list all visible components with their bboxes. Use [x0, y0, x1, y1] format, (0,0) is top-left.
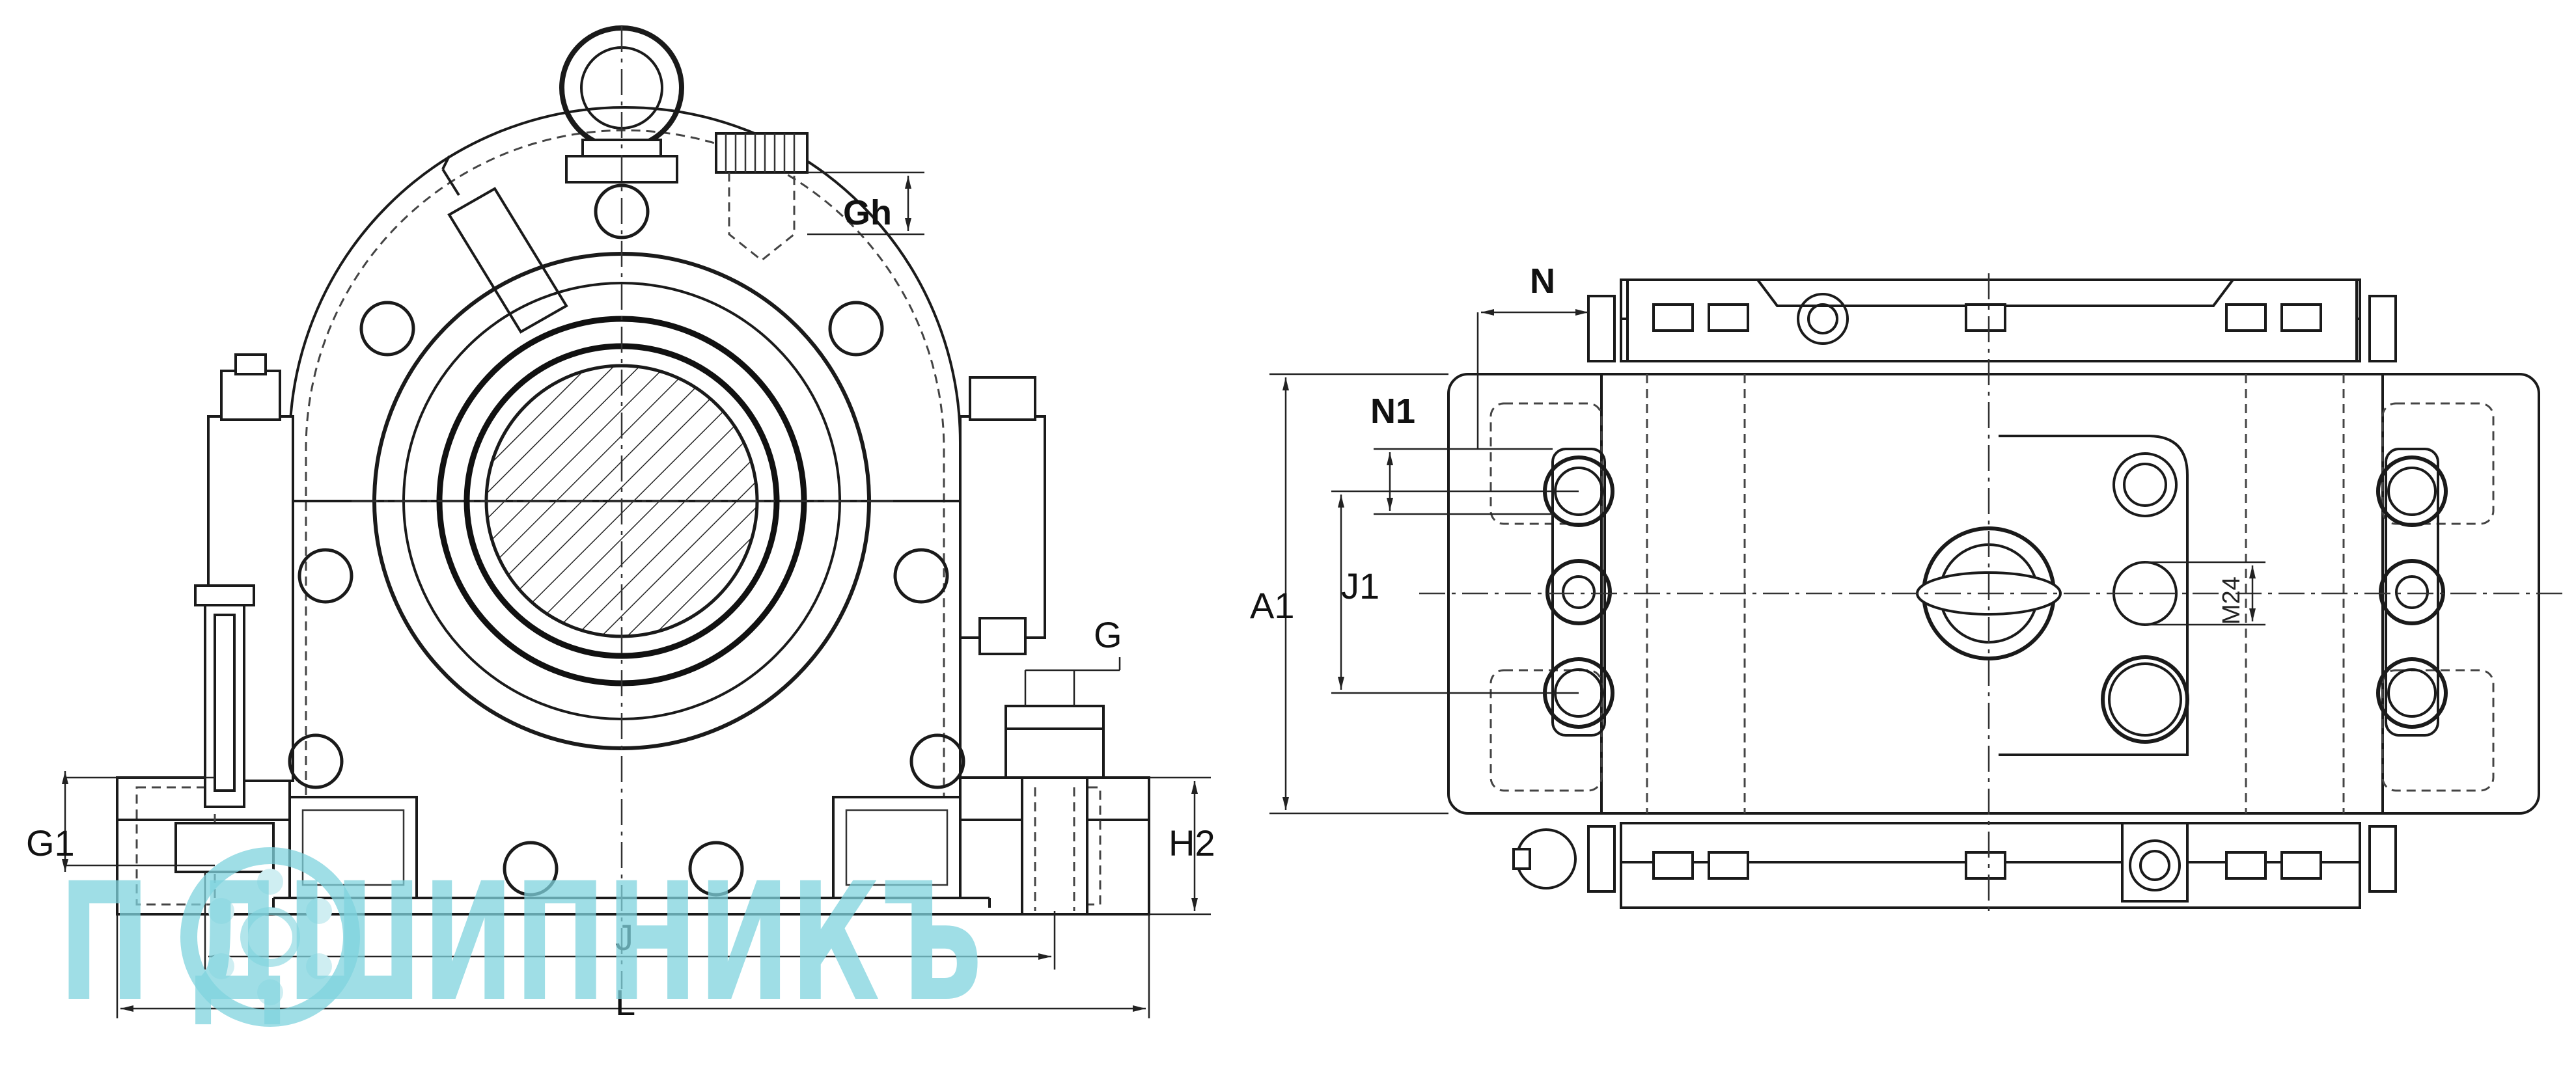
- bolt-head-right-icon: [969, 376, 1036, 421]
- top-view-bolts: [1543, 448, 2448, 737]
- dim-label-n: N: [1530, 262, 1555, 301]
- front-view-dimensions: Gh G G1 H2 J L: [26, 171, 1215, 1023]
- dim-label-g1: G1: [26, 822, 75, 863]
- dim-label-g: G: [1094, 614, 1122, 655]
- top-view: [1419, 273, 2565, 911]
- dim-label-n1: N1: [1370, 392, 1415, 431]
- top-view-dimensions: N N1 A1 J1 M24: [1250, 262, 2265, 815]
- dim-label-j: J: [615, 917, 633, 958]
- front-view: [116, 25, 1150, 989]
- dim-label-h2: H2: [1169, 822, 1215, 863]
- watermark-logo: П ДШИПНИКЪ: [59, 847, 983, 1037]
- dim-label-a1: A1: [1250, 585, 1295, 626]
- dim-label-j1: J1: [1341, 565, 1379, 606]
- bolt-head-left-icon: [220, 370, 281, 421]
- drain-fitting-icon: [1004, 705, 1105, 779]
- oil-sight-glass-icon: [194, 584, 255, 606]
- dim-label-m24: M24: [2218, 577, 2245, 625]
- dim-label-gh: Gh: [843, 193, 892, 232]
- knurled-plug-icon: [715, 132, 809, 174]
- dim-label-l: L: [615, 982, 635, 1023]
- watermark-text: П ДШИПНИКЪ: [59, 848, 983, 1037]
- housing-bolt-holes: [288, 183, 965, 897]
